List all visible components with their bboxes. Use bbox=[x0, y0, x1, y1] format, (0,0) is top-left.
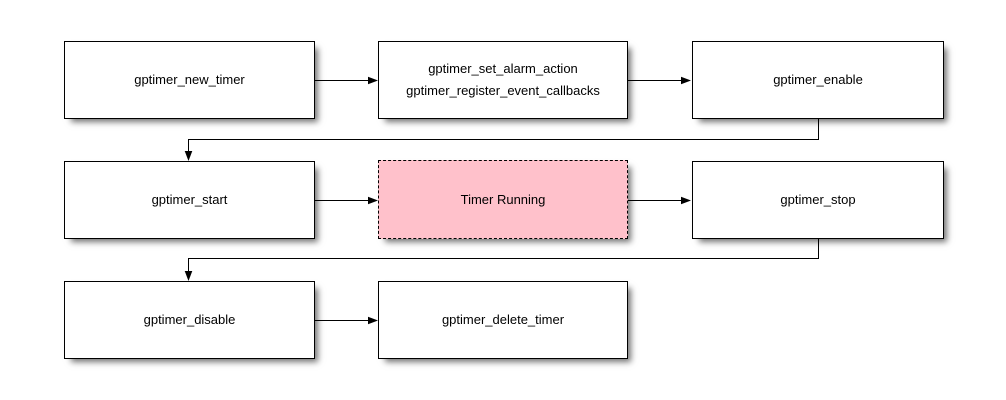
edge-configure-to-enable bbox=[628, 76, 691, 85]
node-gptimer-start: gptimer_start bbox=[64, 161, 315, 239]
node-timer-running: Timer Running bbox=[378, 160, 628, 239]
node-gptimer-configure: gptimer_set_alarm_action gptimer_registe… bbox=[378, 41, 628, 119]
node-label: gptimer_enable bbox=[773, 72, 863, 87]
node-label: gptimer_new_timer bbox=[134, 72, 245, 87]
edge-start-to-timer-running bbox=[315, 196, 378, 205]
edge-stop-to-disable bbox=[184, 239, 819, 281]
node-gptimer-disable: gptimer_disable bbox=[64, 281, 315, 359]
edge-timer-running-to-stop bbox=[628, 196, 691, 205]
node-label-line2: gptimer_register_event_callbacks bbox=[406, 83, 600, 98]
node-label: Timer Running bbox=[460, 191, 546, 207]
node-label: gptimer_start bbox=[151, 192, 228, 207]
node-label: gptimer_disable bbox=[143, 312, 236, 327]
node-label-line1: gptimer_set_alarm_action bbox=[428, 61, 578, 76]
node-gptimer-enable: gptimer_enable bbox=[692, 41, 944, 119]
edge-new-timer-to-configure bbox=[315, 76, 378, 85]
edge-enable-to-start bbox=[184, 119, 819, 161]
node-gptimer-new-timer: gptimer_new_timer bbox=[64, 41, 315, 119]
node-gptimer-delete-timer: gptimer_delete_timer bbox=[378, 281, 628, 359]
node-gptimer-stop: gptimer_stop bbox=[692, 161, 944, 239]
edge-disable-to-delete-timer bbox=[315, 316, 378, 325]
node-label: gptimer_stop bbox=[780, 192, 856, 207]
node-label: gptimer_delete_timer bbox=[441, 312, 565, 327]
